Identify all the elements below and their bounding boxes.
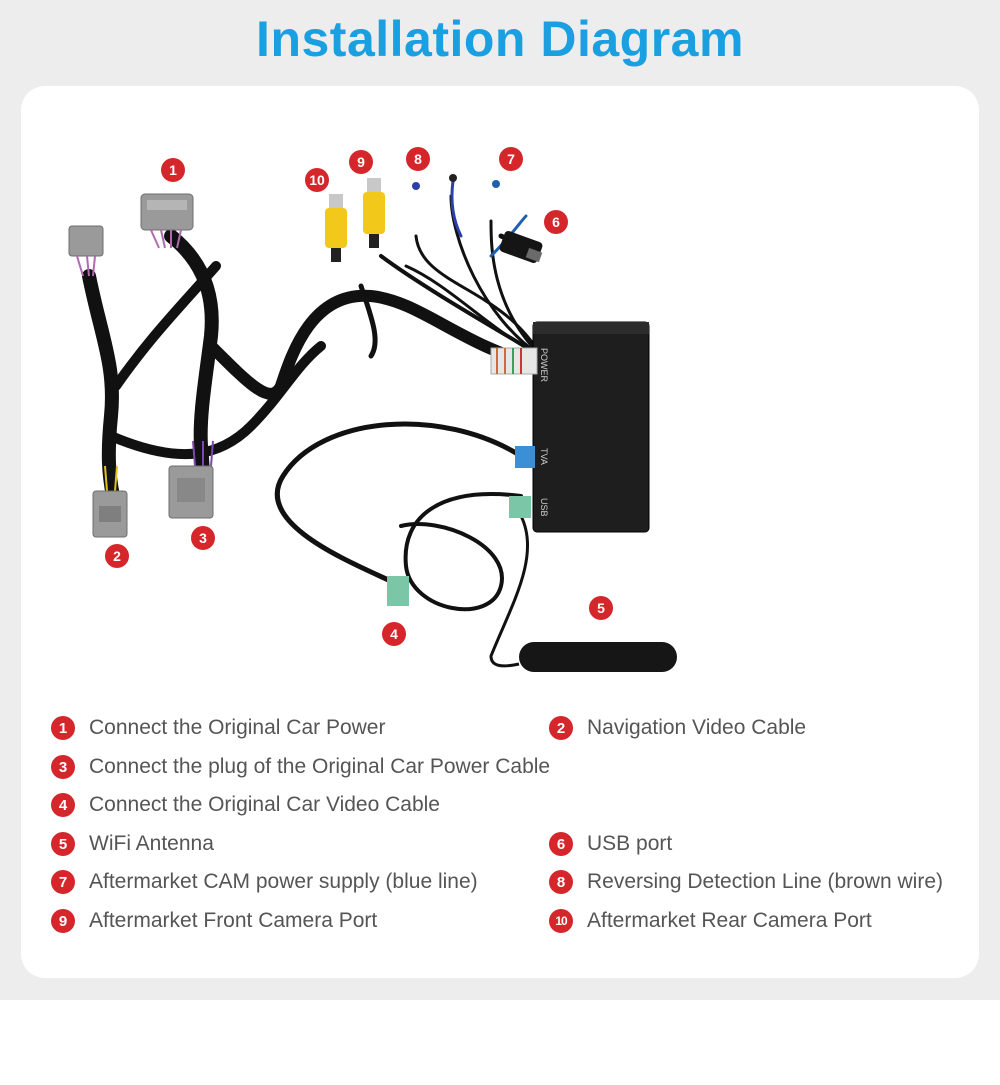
legend-item-7: 7 Aftermarket CAM power supply (blue lin… [51, 870, 478, 894]
box-label-video: TVA [539, 448, 549, 465]
legend-badge: 8 [549, 870, 573, 894]
callout-1: 1 [161, 158, 185, 182]
box-label-power: POWER [539, 348, 549, 383]
box-label-usb: USB [539, 498, 549, 517]
svg-text:10: 10 [309, 172, 325, 188]
installation-diagram: POWER TVA USB 1 2 3 4 5 6 7 8 9 10 [68, 147, 677, 672]
callout-4: 4 [382, 622, 406, 646]
legend-text: WiFi Antenna [89, 832, 214, 855]
callout-2: 2 [105, 544, 129, 568]
callout-7: 7 [499, 147, 523, 171]
legend-item-4: 4 Connect the Original Car Video Cable [51, 793, 440, 817]
legend-text: Connect the Original Car Video Cable [89, 793, 440, 816]
connector-left-plug [68, 225, 104, 277]
legend-item-1: 1 Connect the Original Car Power [51, 716, 385, 740]
svg-text:7: 7 [507, 151, 515, 167]
legend-badge: 9 [51, 909, 75, 933]
legend-badge: 1 [51, 716, 75, 740]
callout-8: 8 [406, 147, 430, 171]
legend-text: USB port [587, 832, 673, 855]
svg-text:1: 1 [169, 162, 177, 178]
connector-power-plug [168, 440, 214, 519]
legend-text: Aftermarket CAM power supply (blue line) [89, 870, 478, 893]
callout-10: 10 [305, 168, 329, 192]
svg-text:3: 3 [199, 530, 207, 546]
rca-front-camera-port [363, 178, 385, 248]
legend-text: Navigation Video Cable [587, 716, 807, 739]
legend-badge: 7 [51, 870, 75, 894]
legend-text: Connect the plug of the Original Car Pow… [89, 755, 551, 778]
connector-original-power [140, 193, 194, 249]
usb-port-connector [499, 230, 543, 264]
connector-navigation-video [92, 465, 128, 538]
legend-badge: 6 [549, 832, 573, 856]
callout-5: 5 [589, 596, 613, 620]
legend-text: Aftermarket Front Camera Port [89, 909, 378, 932]
brown-wire-tip [449, 174, 457, 182]
blue-wire-tip [492, 180, 500, 188]
legend-item-9: 9 Aftermarket Front Camera Port [51, 909, 377, 933]
svg-text:2: 2 [113, 548, 121, 564]
svg-text:9: 9 [357, 154, 365, 170]
legend-item-8: 8 Reversing Detection Line (brown wire) [549, 870, 943, 894]
harness-cables [82, 179, 547, 658]
callout-3: 3 [191, 526, 215, 550]
fakra-blue-connector [515, 446, 535, 468]
svg-text:8: 8 [414, 151, 422, 167]
legend-text: Connect the Original Car Power [89, 716, 386, 739]
legend-item-2: 2 Navigation Video Cable [549, 716, 806, 740]
power-connector-block [490, 347, 538, 375]
svg-text:5: 5 [597, 600, 605, 616]
wifi-antenna [489, 642, 677, 672]
legend-badge: 10 [549, 909, 573, 933]
legend-item-6: 6 USB port [549, 832, 672, 856]
legend-badge: 4 [51, 793, 75, 817]
legend-text: Reversing Detection Line (brown wire) [587, 870, 943, 893]
rca-rear-camera-port [325, 194, 347, 262]
legend-badge: 3 [51, 755, 75, 779]
callout-6: 6 [544, 210, 568, 234]
reversing-wire-tip [412, 182, 420, 190]
page-title: Installation Diagram [256, 11, 744, 67]
fakra-green-connector [509, 496, 531, 518]
legend-item-10: 10 Aftermarket Rear Camera Port [549, 909, 872, 933]
legend-item-3: 3 Connect the plug of the Original Car P… [51, 755, 550, 779]
diagram-card: POWER TVA USB 1 2 3 4 5 6 7 8 9 10 1 Con… [21, 86, 979, 978]
svg-text:6: 6 [552, 214, 560, 230]
legend-badge: 5 [51, 832, 75, 856]
callout-9: 9 [349, 150, 373, 174]
fakra-original-video-connector [387, 576, 409, 606]
svg-text:4: 4 [390, 626, 398, 642]
legend-item-5: 5 WiFi Antenna [51, 832, 214, 856]
legend-text: Aftermarket Rear Camera Port [587, 909, 872, 932]
control-box [532, 321, 650, 533]
legend-badge: 2 [549, 716, 573, 740]
callout-badges: 1 2 3 4 5 6 7 8 9 10 [105, 147, 613, 646]
